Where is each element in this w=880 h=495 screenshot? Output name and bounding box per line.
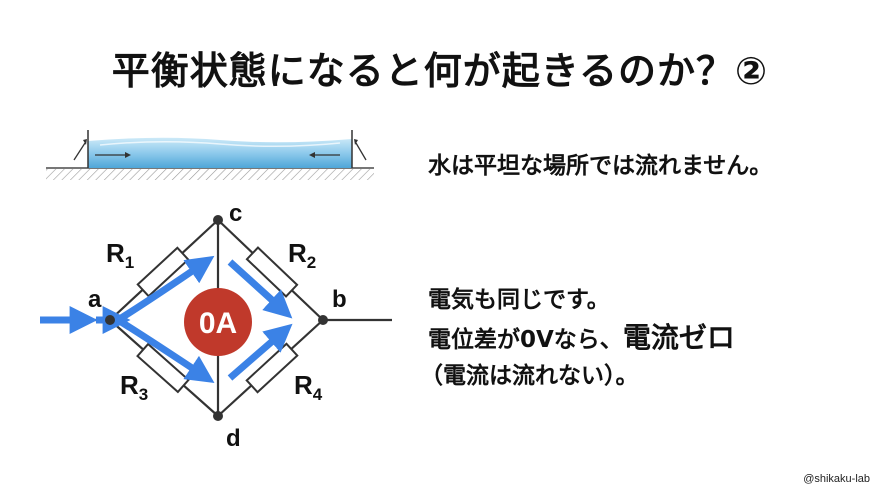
node-c-dot <box>213 215 223 225</box>
lower-branch-arrow <box>116 317 215 383</box>
node-label-c: c <box>229 200 242 227</box>
zero-current-emphasis: 電流ゼロ <box>622 321 735 354</box>
node-label-d: d <box>226 425 241 452</box>
ground <box>46 168 374 180</box>
no-current-text: （電流は流れない）。 <box>420 363 639 389</box>
page-title: 平衡状態になると何が起きるのか？② <box>111 49 769 93</box>
zero-current-badge <box>184 288 252 356</box>
zero-voltage-text: 電位差が0Vなら、電流ゼロ <box>428 316 735 356</box>
right-upper-arrow <box>227 259 293 319</box>
arrow-right-icon <box>95 152 131 158</box>
resistor-label-r1: R1 <box>106 238 134 272</box>
zero-current-label: 0A <box>199 307 237 340</box>
resistor-label-r4: R4 <box>294 370 323 404</box>
watermark: @shikaku-lab <box>803 473 870 485</box>
arrow-up-right-icon <box>354 139 367 161</box>
resistor-label-r3: R3 <box>120 370 148 404</box>
node-label-a: a <box>88 286 102 313</box>
right-lower-arrow <box>227 323 293 381</box>
water-flat-text: 水は平坦な場所では流れません。 <box>428 153 773 179</box>
resistor-r4 <box>245 342 299 394</box>
resistor-label-r2: R2 <box>288 238 316 272</box>
node-a-dot <box>105 315 115 325</box>
node-label-b: b <box>332 286 347 313</box>
upper-branch-arrow <box>116 255 215 323</box>
resistor-r1 <box>136 246 190 298</box>
resistor-r3 <box>136 342 190 394</box>
water-surface <box>88 137 352 168</box>
arrow-left-icon <box>309 152 340 158</box>
node-d-dot <box>213 411 223 421</box>
bridge-circuit: 0A a b c d R1 R2 R3 R4 <box>40 200 392 452</box>
water-flat-illustration <box>46 130 374 180</box>
electric-same-text: 電気も同じです。 <box>428 287 610 313</box>
current-arrows <box>40 255 293 383</box>
node-b-dot <box>318 315 328 325</box>
arrow-up-left-icon <box>73 139 87 161</box>
zero-voltage-prefix: 電位差が0Vなら、 <box>428 327 623 353</box>
